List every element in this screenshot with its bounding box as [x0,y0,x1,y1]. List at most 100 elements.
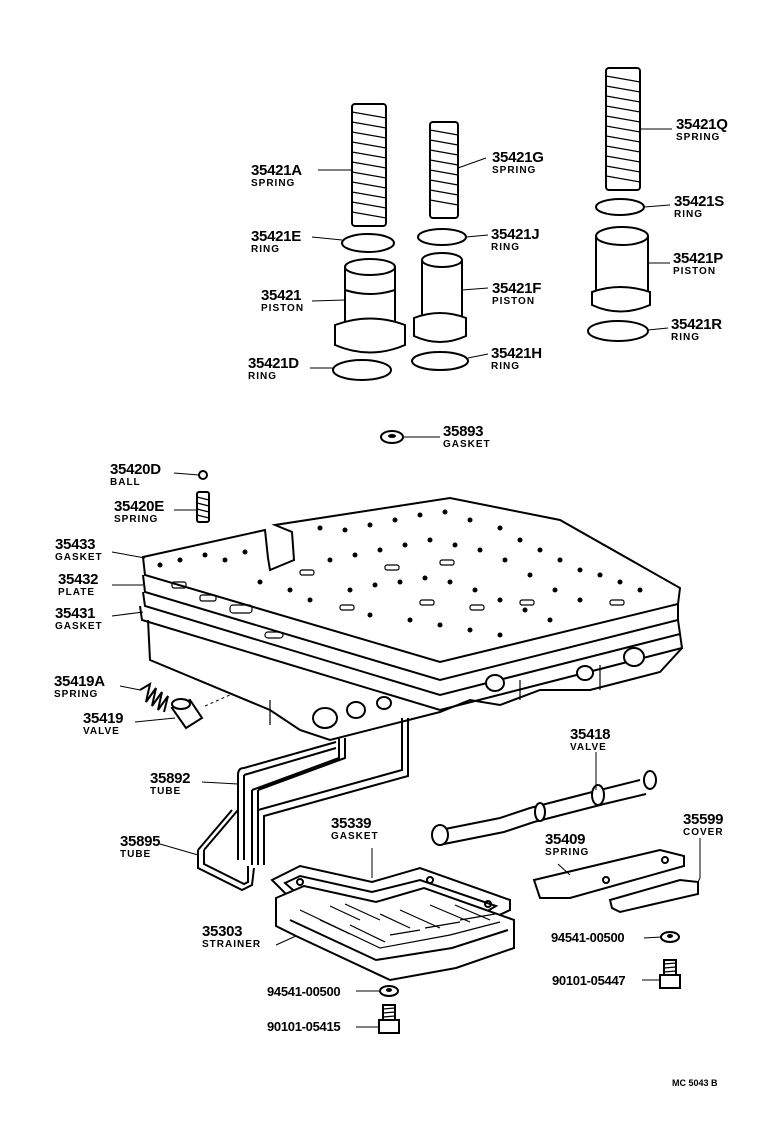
part-number: 35421R [671,316,722,333]
part-number: 94541-00500 [551,930,625,945]
gasket-35433 [141,496,682,664]
part-number: 35409 [545,831,586,848]
part-number: 90101-05415 [267,1019,341,1034]
diagram-reference-code: MC 5043 B [672,1078,718,1088]
part-number: 35892 [150,770,191,787]
ring-35421E [341,233,395,253]
part-name: SPRING [545,847,590,858]
part-name: SPRING [251,178,296,189]
gasket-35431 [139,605,684,712]
label-90101-05447: 90101-05447 [552,973,626,988]
label-35409: 35409 SPRING [545,832,589,858]
part-name: TUBE [120,849,152,860]
label-35419A: 35419A SPRING [54,674,105,700]
part-number: 35421F [492,280,542,297]
part-number: 94541-00500 [267,984,341,999]
label-35421: 35421 PISTON [261,288,304,314]
part-name: RING [671,332,700,343]
part-name: SPRING [492,165,537,176]
ring-35421R [587,320,649,342]
part-name: GASKET [55,552,103,563]
label-35893: 35893 GASKET [443,424,491,450]
part-name: PISTON [492,296,536,307]
part-name: GASKET [55,621,103,632]
part-name: BALL [110,477,141,488]
spring-35421Q [605,67,641,191]
part-name: GASKET [331,831,379,842]
label-35892: 35892 TUBE [150,770,191,797]
piston-35421 [334,258,406,354]
part-number: 35421S [674,193,724,210]
label-35421F: 35421F PISTON [492,281,541,307]
part-name: SPRING [54,689,99,700]
piston-35421F [413,252,467,343]
part-name: TUBE [150,786,182,797]
part-name: RING [674,209,703,220]
part-number: 35421H [491,345,542,362]
label-35895: 35895 TUBE [120,834,161,860]
part-name: VALVE [570,742,607,753]
part-number: 35303 [202,923,243,940]
valve-35419 [170,698,204,730]
label-94541-00500-right: 94541-00500 [551,930,625,945]
part-name: PLATE [58,587,96,598]
label-35421P: 35421P PISTON [673,251,723,277]
strainer-35303 [275,884,515,982]
part-number: 35421D [248,355,299,372]
ring-35421H [411,351,469,371]
label-35421D: 35421D RING [248,356,299,382]
part-number: 35432 [58,571,99,588]
label-35419: 35419 VALVE [83,710,124,737]
spring-35419A [139,681,169,713]
cover-35599 [532,848,699,914]
spring-35421A [351,103,387,227]
label-35303: 35303 STRAINER [202,924,261,950]
part-number: 35421E [251,228,301,245]
part-name: RING [491,361,520,372]
part-name: RING [248,371,277,382]
part-number: 35421G [492,149,544,166]
part-number: 35339 [331,815,372,832]
label-35432: 35432 PLATE [58,571,99,598]
ball-35420D [198,470,208,480]
part-number: 35420E [114,498,164,515]
part-number: 35420D [110,461,161,478]
bolt-90101-05415 [378,1004,400,1034]
part-number: 35433 [55,536,96,553]
piston-35421P [591,226,651,313]
part-name: COVER [683,827,724,838]
label-94541-00500-bottom: 94541-00500 [267,984,341,999]
label-35421A: 35421A SPRING [251,163,302,189]
part-number: 35421A [251,162,302,179]
label-35420E: 35420E SPRING [114,499,164,525]
label-35421Q: 35421Q SPRING [676,117,728,143]
part-number: 35419A [54,673,105,690]
gasket-35893 [380,430,404,444]
ring-35421S [595,198,645,216]
label-35421H: 35421H RING [491,346,542,372]
ring-35421D [332,359,392,381]
valve-35418 [431,770,657,846]
label-35421S: 35421S RING [674,194,724,220]
part-number: 35421P [673,250,723,267]
label-35339: 35339 GASKET [331,816,379,842]
label-35418: 35418 VALVE [570,727,611,753]
ring-35421J [417,228,467,246]
part-name: VALVE [83,726,120,737]
part-number: 35419 [83,710,124,727]
label-35421G: 35421G SPRING [492,150,544,176]
part-number: 35421Q [676,116,728,133]
part-name: RING [251,244,280,255]
spring-35420E [196,491,210,523]
label-35421E: 35421E RING [251,229,301,255]
washer-94541-00500-bottom [379,985,399,997]
leader-lines [111,128,701,1028]
part-number: 90101-05447 [552,973,626,988]
label-35421J: 35421J RING [491,227,540,253]
label-35433: 35433 GASKET [55,537,103,563]
label-35421R: 35421R RING [671,317,722,343]
part-number: 35421 [261,287,302,304]
label-35599: 35599 COVER [683,812,724,838]
